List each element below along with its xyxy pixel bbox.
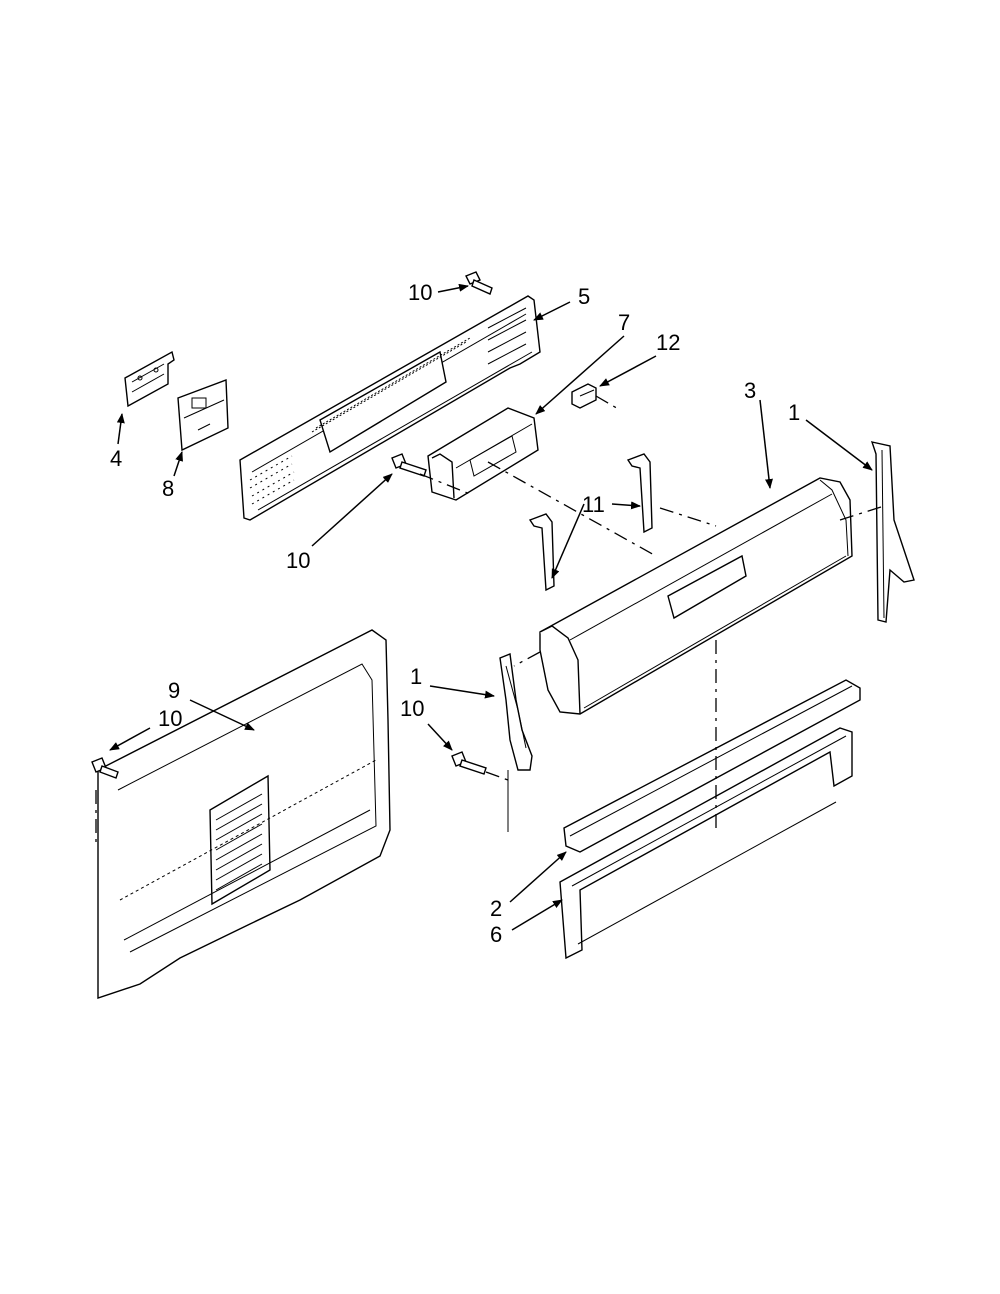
part-1-side-bracket-right [870,441,915,623]
part-3-console-panel [539,477,853,715]
callout-1-top: 1 [788,400,800,425]
part-4-bracket [124,350,175,408]
callout-9: 9 [168,678,180,703]
part-8-plate [177,379,229,452]
part-5-control-back-panel [239,295,541,521]
part-7-control-housing [427,407,539,501]
callout-10-left-mid: 10 [286,548,310,573]
callout-3: 3 [744,378,756,403]
part-6-trim-frame [559,727,853,960]
part-10-screw-housing [391,453,427,477]
part-11-bracket-right [626,453,653,534]
part-12-clip [571,383,597,409]
callout-1-mid: 1 [410,664,422,689]
callout-10-side: 10 [158,706,182,731]
part-10-screw-left [91,757,119,779]
callout-5: 5 [578,284,590,309]
callout-7: 7 [618,310,630,335]
part-10-screw-mid [451,751,487,775]
callout-10-top: 10 [408,280,432,305]
part-9-side-panel [97,629,391,999]
callout-labels: 10 5 7 12 3 1 4 8 11 10 9 10 1 10 2 6 [110,280,800,947]
part-2-trim-channel [563,679,861,853]
callout-2: 2 [490,896,502,921]
part-1-side-bracket-left [499,653,533,832]
callout-6: 6 [490,922,502,947]
callout-11: 11 [582,492,605,517]
part-11-bracket-left [528,513,555,592]
callout-4: 4 [110,446,122,471]
callout-8: 8 [162,476,174,501]
vent-dots [249,455,295,505]
leader-lines [109,283,873,931]
callout-12: 12 [656,330,680,355]
callout-10-bottom: 10 [400,696,424,721]
part-10-screw-top [465,271,493,295]
vent-grid [209,774,271,906]
assembly-lines [95,395,885,846]
